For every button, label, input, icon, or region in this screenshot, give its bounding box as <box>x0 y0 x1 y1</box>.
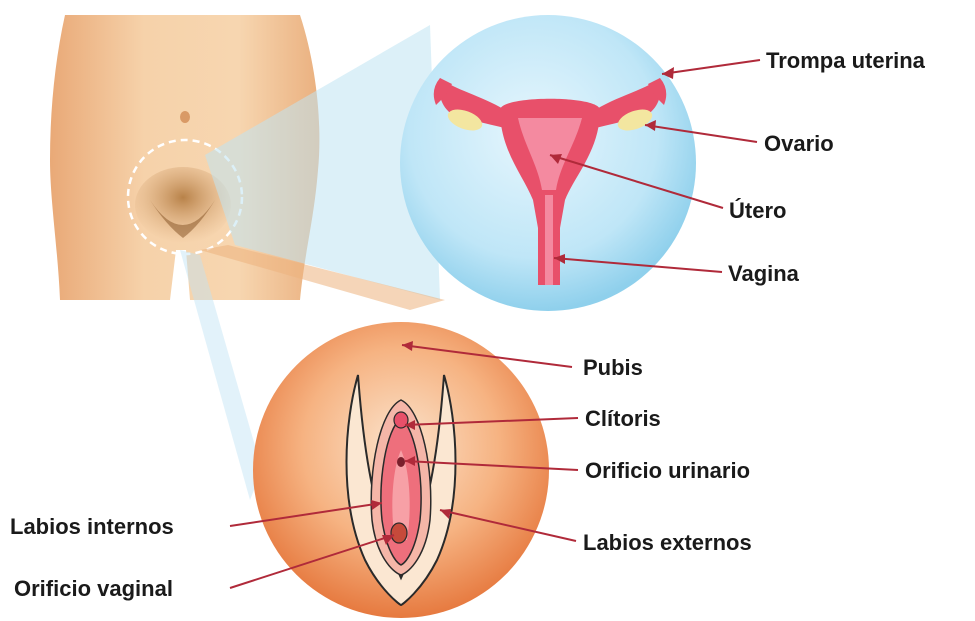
label-labios-internos: Labios internos <box>10 514 174 539</box>
label-vagina: Vagina <box>728 261 800 286</box>
label-labios-externos: Labios externos <box>583 530 752 555</box>
navel <box>180 111 190 123</box>
label-orificio-vaginal: Orificio vaginal <box>14 576 173 601</box>
label-pubis: Pubis <box>583 355 643 380</box>
label-orificio-urinario: Orificio urinario <box>585 458 750 483</box>
label-clitoris: Clítoris <box>585 406 661 431</box>
label-utero: Útero <box>729 198 786 223</box>
label-ovario: Ovario <box>764 131 834 156</box>
label-trompa-uterina: Trompa uterina <box>766 48 926 73</box>
urethral-opening <box>397 457 405 467</box>
external-anatomy-inset <box>253 322 549 618</box>
vaginal-opening <box>391 523 407 543</box>
